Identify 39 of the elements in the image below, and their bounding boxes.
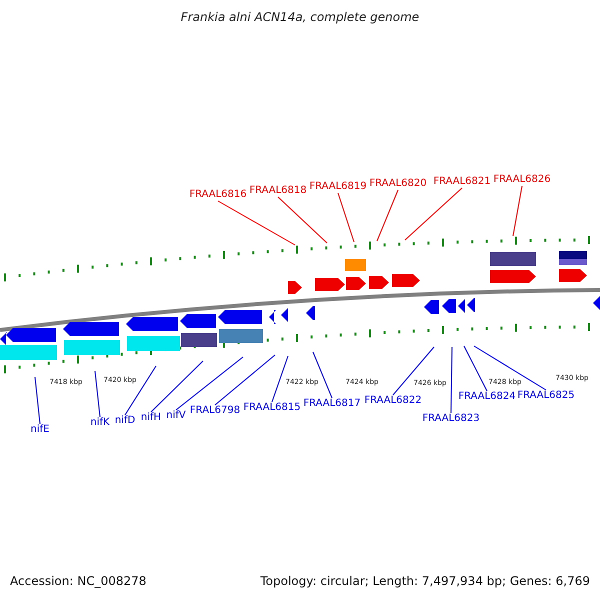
leader-line xyxy=(272,356,288,402)
title: Frankia alni ACN14a, complete genome xyxy=(180,11,420,23)
leader-line xyxy=(94,370,100,418)
leader-line xyxy=(150,360,204,412)
gene-label: FRAAL6826 xyxy=(493,174,551,186)
gene-label: FRAAL6825 xyxy=(517,390,575,402)
gene-label: FRAAL6823 xyxy=(422,413,480,425)
gene-label: FRAL6798 xyxy=(190,405,240,417)
leader-line xyxy=(474,346,546,390)
leader-line xyxy=(214,354,276,406)
leader-line xyxy=(124,366,156,416)
gene-label: nifK xyxy=(90,417,110,429)
leader-line xyxy=(512,186,522,236)
gene-label: FRAAL6819 xyxy=(309,181,367,193)
gene-label: FRAAL6824 xyxy=(458,391,516,403)
leader-line xyxy=(218,200,296,246)
leader-line xyxy=(176,356,244,410)
leader-line xyxy=(392,346,434,396)
leader-line xyxy=(464,346,488,392)
gene-label: FRAAL6817 xyxy=(303,398,361,410)
gene-label: FRAAL6820 xyxy=(369,178,427,190)
leader-line xyxy=(278,196,328,244)
footer-text: Accession: NC_008278 xyxy=(10,575,146,587)
leader-line xyxy=(450,346,452,414)
gene-label: nifD xyxy=(114,415,136,427)
gene-label: FRAAL6822 xyxy=(364,395,422,407)
leader-line xyxy=(34,376,40,424)
gene-label: FRAAL6815 xyxy=(243,402,301,414)
footer-text: Topology: circular; Length: 7,497,934 bp; Genes: 6,769 xyxy=(260,575,590,587)
gene-label: FRAAL6816 xyxy=(189,189,247,201)
gene-label: nifV xyxy=(166,410,186,422)
gene-label: nifH xyxy=(140,412,162,424)
gene-label: FRAAL6821 xyxy=(433,176,491,188)
leader-line xyxy=(338,192,354,242)
leader-line xyxy=(376,190,398,242)
gene-label: FRAAL6818 xyxy=(249,185,307,197)
gene-label: nifE xyxy=(30,424,50,436)
leader-line xyxy=(404,188,462,240)
leader-line xyxy=(312,352,332,398)
